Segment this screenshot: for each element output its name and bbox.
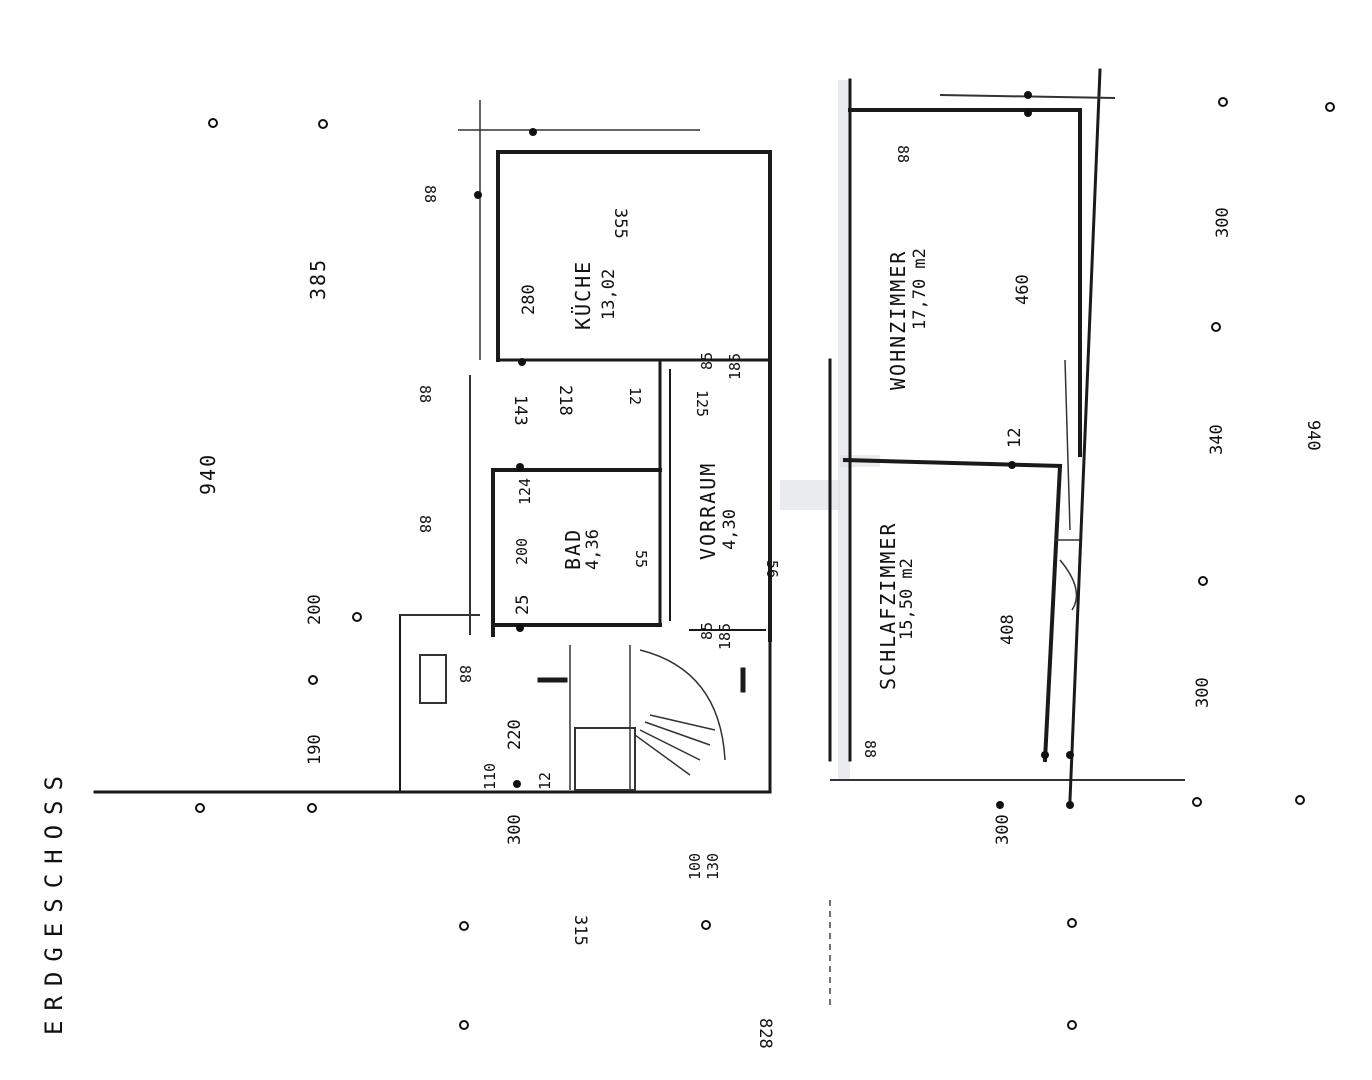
scan-smudge	[838, 80, 850, 780]
room-name: SCHLAFZIMMER	[876, 522, 900, 691]
dim-300d: 300	[1193, 677, 1213, 708]
dimension-labels: 940 385 200 190 355 280 218 143 12 125 8…	[196, 145, 1323, 1049]
dim-280: 280	[519, 284, 539, 315]
room-name: WOHNZIMMER	[886, 250, 910, 390]
dim-200b: 200	[513, 538, 531, 565]
drawing-title: ERDGESCHOSS	[40, 766, 68, 1035]
dim-300b: 300	[993, 814, 1013, 845]
dim-88a: 88	[421, 185, 439, 203]
room-name: KÜCHE	[571, 260, 595, 330]
dim-12a: 12	[626, 387, 644, 405]
dim-88d: 88	[456, 665, 474, 683]
room-kueche: KÜCHE 13,02	[571, 260, 619, 330]
reference-dots	[195, 91, 1335, 1030]
dim-85b: 85	[698, 622, 716, 640]
dim-340: 340	[1207, 424, 1227, 455]
dim-408: 408	[998, 614, 1018, 645]
dim-185a: 185	[726, 353, 744, 380]
dim-110: 110	[481, 763, 499, 790]
dim-130: 130	[704, 853, 722, 880]
dim-940-left: 940	[196, 453, 220, 495]
dim-218: 218	[555, 385, 575, 416]
dim-56: 56	[763, 560, 781, 578]
dim-88f: 88	[861, 740, 879, 758]
dim-12b: 12	[536, 772, 554, 790]
dim-12c: 12	[1005, 428, 1025, 448]
room-area: 13,02	[599, 269, 619, 320]
dim-200: 200	[305, 594, 325, 625]
dim-828: 828	[755, 1018, 775, 1049]
dim-143: 143	[510, 395, 530, 426]
dim-185b: 185	[716, 623, 734, 650]
dim-190: 190	[305, 734, 325, 765]
dim-25: 25	[513, 595, 533, 615]
dim-315: 315	[570, 915, 590, 946]
dim-355: 355	[610, 208, 630, 239]
room-area: 4,30	[720, 509, 740, 550]
dim-385: 385	[306, 258, 330, 300]
left-wing-walls	[399, 100, 772, 792]
dim-124: 124	[516, 478, 534, 505]
room-wohnzimmer: WOHNZIMMER 17,70 m2	[886, 248, 930, 390]
dim-300c: 300	[1213, 207, 1233, 238]
staircase	[419, 645, 746, 791]
dim-460: 460	[1013, 274, 1033, 305]
dim-125: 125	[693, 390, 711, 417]
room-name: BAD	[561, 528, 585, 570]
dim-85a: 85	[698, 352, 716, 370]
dim-88b: 88	[416, 385, 434, 403]
room-vorraum: VORRAUM 4,30	[696, 462, 740, 560]
dim-88e: 88	[894, 145, 912, 163]
room-area: 17,70 m2	[910, 248, 930, 330]
dim-220: 220	[505, 719, 525, 750]
room-area: 15,50 m2	[897, 558, 917, 640]
room-area: 4,36	[583, 529, 603, 570]
room-schlafzimmer: SCHLAFZIMMER 15,50 m2	[876, 522, 917, 691]
dim-100: 100	[686, 853, 704, 880]
dim-88c: 88	[416, 515, 434, 533]
dim-55: 55	[632, 550, 650, 568]
room-name: VORRAUM	[696, 462, 720, 560]
right-wing-walls	[828, 68, 1116, 1010]
room-bad: BAD 4,36	[561, 528, 603, 570]
dim-300a: 300	[505, 814, 525, 845]
dim-940-right: 940	[1303, 420, 1323, 451]
